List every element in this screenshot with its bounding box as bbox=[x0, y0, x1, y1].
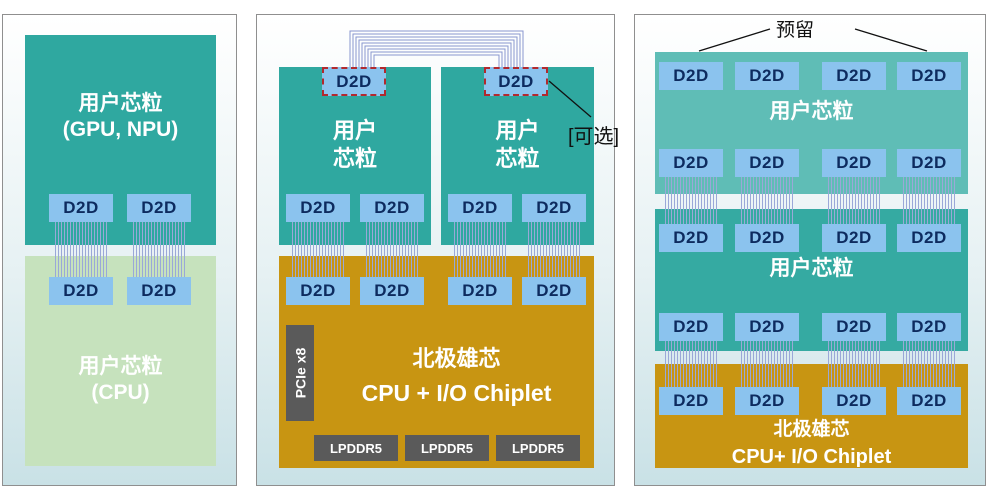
d2d-port: D2D bbox=[735, 149, 799, 177]
d2d-port: D2D bbox=[659, 313, 723, 341]
d2d-port: D2D bbox=[735, 387, 799, 415]
d2d-wires bbox=[454, 222, 506, 279]
d2d-port: D2D bbox=[897, 313, 961, 341]
d2d-port: D2D bbox=[49, 277, 113, 305]
panel-stacked-chiplets: 预留 用户芯粒 用户芯粒 北极雄芯 CPU+ I/O Chiplet D2D D… bbox=[634, 14, 986, 486]
d2d-port: D2D bbox=[286, 277, 350, 305]
d2d-port-optional: D2D bbox=[322, 67, 386, 96]
d2d-wires bbox=[528, 222, 580, 279]
d2d-port: D2D bbox=[360, 277, 424, 305]
lpddr5-memory: LPDDR5 bbox=[314, 435, 398, 461]
d2d-port: D2D bbox=[735, 224, 799, 252]
d2d-port-optional: D2D bbox=[484, 67, 548, 96]
d2d-wires bbox=[665, 338, 717, 390]
lpddr5-memory: LPDDR5 bbox=[405, 435, 489, 461]
d2d-port: D2D bbox=[659, 387, 723, 415]
cpu-io-chiplet-sub: CPU + I/O Chiplet bbox=[361, 380, 552, 406]
reserved-label: 预留 bbox=[776, 20, 815, 41]
d2d-port: D2D bbox=[897, 224, 961, 252]
d2d-port: D2D bbox=[897, 149, 961, 177]
cpu-io-chiplet-sub: CPU+ I/O Chiplet bbox=[731, 446, 892, 468]
d2d-port: D2D bbox=[286, 194, 350, 222]
d2d-port: D2D bbox=[448, 277, 512, 305]
panel-dual-user-chiplets: 用户 芯粒 用户 芯粒 D2D D2D [可选] 北极雄芯 CPU + I/O … bbox=[256, 14, 619, 486]
d2d-wires bbox=[133, 222, 185, 279]
d2d-port: D2D bbox=[522, 194, 586, 222]
reserved-callout-lines bbox=[698, 28, 928, 52]
d2d-wires bbox=[741, 338, 793, 390]
panel-gpu-npu-cpu: 用户芯粒 (GPU, NPU) 用户芯粒 (CPU) D2D D2D D2D D… bbox=[2, 14, 237, 486]
d2d-port: D2D bbox=[448, 194, 512, 222]
user-chiplet-right-label: 用户 芯粒 bbox=[495, 118, 540, 171]
d2d-port: D2D bbox=[735, 313, 799, 341]
d2d-port: D2D bbox=[127, 194, 191, 222]
user-chiplet-left-label: 用户 芯粒 bbox=[332, 118, 377, 171]
user-chiplet-middle-label: 用户芯粒 bbox=[769, 257, 854, 280]
pcie-label: PCIe x8 bbox=[292, 347, 308, 399]
optional-callout-line bbox=[548, 80, 592, 118]
lpddr5-memory: LPDDR5 bbox=[496, 435, 580, 461]
d2d-wires bbox=[292, 222, 344, 279]
d2d-port-reserved: D2D bbox=[822, 62, 886, 90]
d2d-port-reserved: D2D bbox=[897, 62, 961, 90]
cpu-io-chiplet-name: 北极雄芯 bbox=[412, 346, 501, 371]
d2d-wires bbox=[903, 338, 955, 390]
d2d-wires bbox=[55, 222, 107, 279]
d2d-port: D2D bbox=[822, 224, 886, 252]
d2d-port: D2D bbox=[822, 149, 886, 177]
d2d-port: D2D bbox=[659, 149, 723, 177]
user-chiplet-cpu-label: 用户芯粒 (CPU) bbox=[78, 355, 163, 405]
d2d-port: D2D bbox=[659, 224, 723, 252]
d2d-wires bbox=[828, 338, 880, 390]
user-chiplet-top-label: 用户芯粒 bbox=[769, 100, 854, 123]
d2d-port: D2D bbox=[822, 313, 886, 341]
d2d-wires bbox=[903, 175, 955, 228]
d2d-wires bbox=[665, 175, 717, 228]
d2d-port: D2D bbox=[822, 387, 886, 415]
pcie-interface: PCIe x8 bbox=[286, 325, 314, 421]
d2d-port: D2D bbox=[897, 387, 961, 415]
d2d-port-reserved: D2D bbox=[659, 62, 723, 90]
cpu-io-chiplet-name: 北极雄芯 bbox=[773, 419, 850, 440]
d2d-port: D2D bbox=[522, 277, 586, 305]
d2d-wires bbox=[741, 175, 793, 228]
optional-bridge-wires bbox=[349, 30, 524, 68]
d2d-port: D2D bbox=[127, 277, 191, 305]
d2d-wires bbox=[828, 175, 880, 228]
d2d-wires bbox=[366, 222, 418, 279]
d2d-port: D2D bbox=[49, 194, 113, 222]
user-chiplet-gpu-npu-label: 用户芯粒 (GPU, NPU) bbox=[62, 92, 179, 142]
optional-label: [可选] bbox=[568, 126, 620, 148]
d2d-port-reserved: D2D bbox=[735, 62, 799, 90]
d2d-port: D2D bbox=[360, 194, 424, 222]
